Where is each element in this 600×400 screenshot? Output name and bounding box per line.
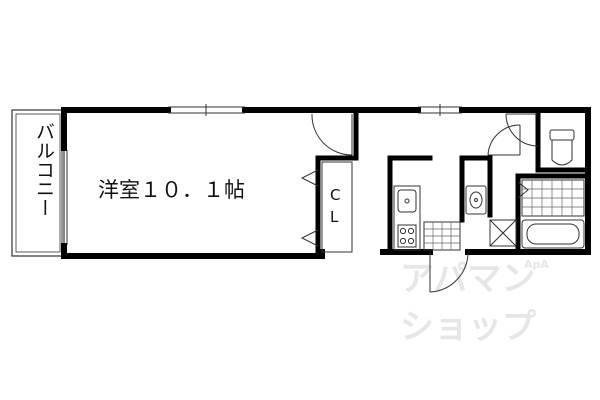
- closet-label-c: C: [330, 186, 340, 204]
- top-window-room: [168, 104, 245, 116]
- closet: C L: [300, 161, 353, 253]
- washing-machine-space: [489, 219, 517, 247]
- entrance-door: [429, 251, 469, 293]
- bathtub-outer: [521, 219, 585, 249]
- toilet-bowl-icon: [551, 140, 573, 166]
- toilet: [549, 129, 575, 166]
- balcony-label: バルコニー: [33, 122, 55, 217]
- basin-icon: [469, 191, 483, 209]
- exterior-walls: [61, 107, 591, 259]
- bathtub-icon: [526, 223, 580, 245]
- kitchen: [393, 185, 421, 251]
- bath-tiles: [521, 179, 585, 217]
- watermark: アパマン ショップ ApA: [400, 258, 549, 347]
- balcony: バルコニー: [11, 109, 65, 257]
- toilet-tank-icon: [549, 129, 575, 141]
- interior-walls: [315, 107, 591, 259]
- top-window-entry: [418, 104, 462, 116]
- door-washroom: [487, 124, 521, 156]
- balcony-inner: [15, 113, 61, 253]
- stove-icon: [397, 224, 417, 248]
- door-western-room: [311, 113, 353, 156]
- door-toilet: [505, 113, 539, 147]
- sink-icon: [397, 189, 417, 213]
- bathroom: [517, 179, 585, 249]
- wash-basin: [465, 185, 487, 215]
- western-room-label: 洋室１０．１帖: [98, 178, 245, 202]
- balcony-outline: [11, 109, 65, 257]
- entry-tiles: [423, 221, 461, 251]
- watermark-line1: アパマン: [400, 259, 535, 299]
- watermark-mark: ApA: [524, 258, 549, 271]
- closet-label-l: L: [330, 208, 339, 226]
- balcony-window: [61, 150, 68, 245]
- watermark-line2: ショップ: [400, 307, 536, 347]
